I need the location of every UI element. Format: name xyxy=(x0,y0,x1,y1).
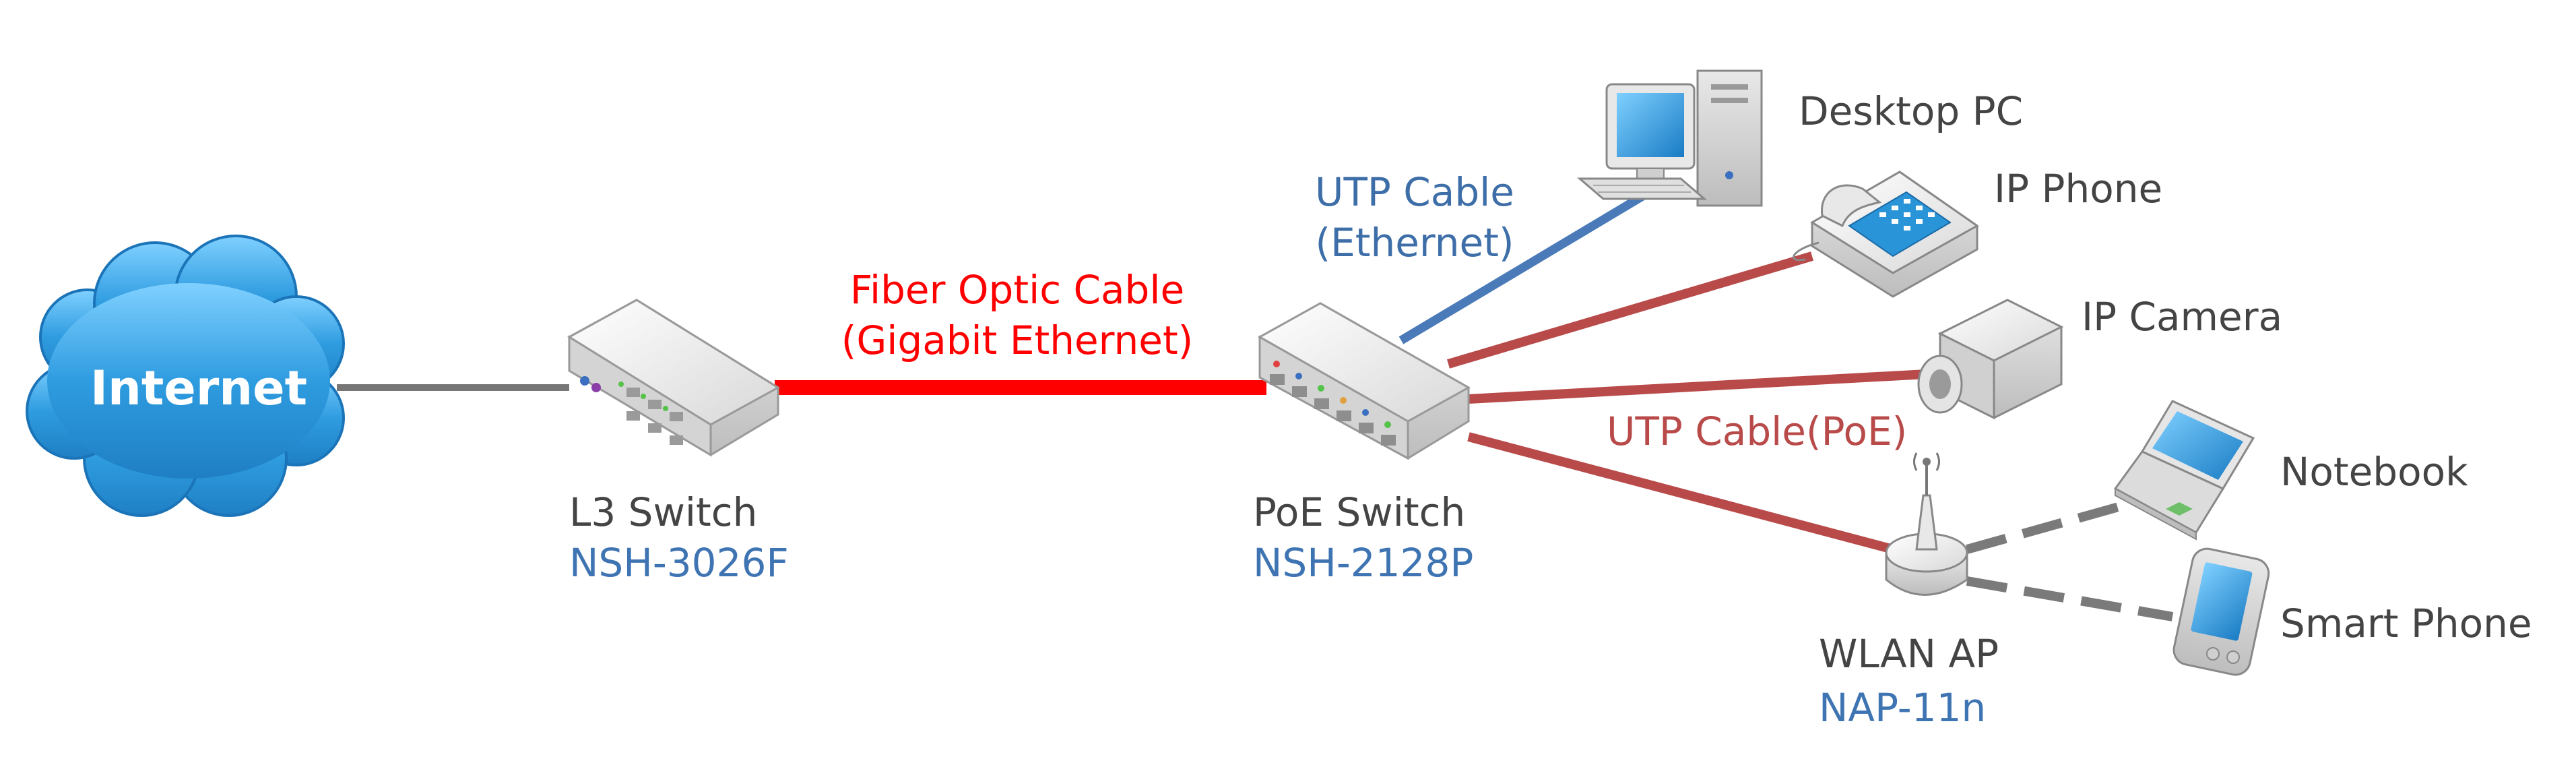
utp-cable-desktop xyxy=(1398,191,1646,344)
desktop-pc-icon xyxy=(1576,69,1763,207)
wireless-link-smartphone xyxy=(1966,576,2174,621)
ip-camera-icon xyxy=(1917,299,2064,420)
utp-cable-label-line1: UTP Cable xyxy=(1315,169,1514,215)
poe-cable-label: UTP Cable(PoE) xyxy=(1607,408,1907,454)
wlan-ap-name: WLAN AP xyxy=(1819,631,1999,677)
poe-cable-ap xyxy=(1467,432,1894,554)
wlan-ap-icon xyxy=(1885,452,1968,596)
smart-phone-label: Smart Phone xyxy=(2280,601,2532,646)
internet-label: Internet xyxy=(90,361,307,416)
desktop-pc-label: Desktop PC xyxy=(1799,88,2023,134)
ip-phone-icon xyxy=(1793,171,1979,298)
notebook-icon xyxy=(2113,400,2255,541)
poe-switch-model: NSH-2128P xyxy=(1253,540,1473,586)
fiber-cable-label-line2: (Gigabit Ethernet) xyxy=(841,317,1194,363)
l3-switch-icon xyxy=(567,299,780,457)
utp-cable-label-line2: (Ethernet) xyxy=(1315,220,1514,266)
smart-phone-icon xyxy=(2172,547,2270,676)
internet-cloud: Internet xyxy=(26,235,345,517)
l3-switch-name: L3 Switch xyxy=(569,489,757,535)
fiber-cable-label-line1: Fiber Optic Cable xyxy=(850,267,1184,313)
ip-camera-label: IP Camera xyxy=(2082,294,2282,340)
l3-switch-model: NSH-3026F xyxy=(569,540,789,586)
poe-cable-phone xyxy=(1447,251,1813,369)
poe-switch-icon xyxy=(1257,302,1471,460)
poe-cable-camera xyxy=(1468,369,1927,404)
ip-phone-label: IP Phone xyxy=(1994,166,2162,212)
poe-switch-name: PoE Switch xyxy=(1253,489,1465,535)
wireless-link-notebook xyxy=(1966,497,2137,554)
wlan-ap-model: NAP-11n xyxy=(1819,685,1986,731)
notebook-label: Notebook xyxy=(2280,449,2468,495)
